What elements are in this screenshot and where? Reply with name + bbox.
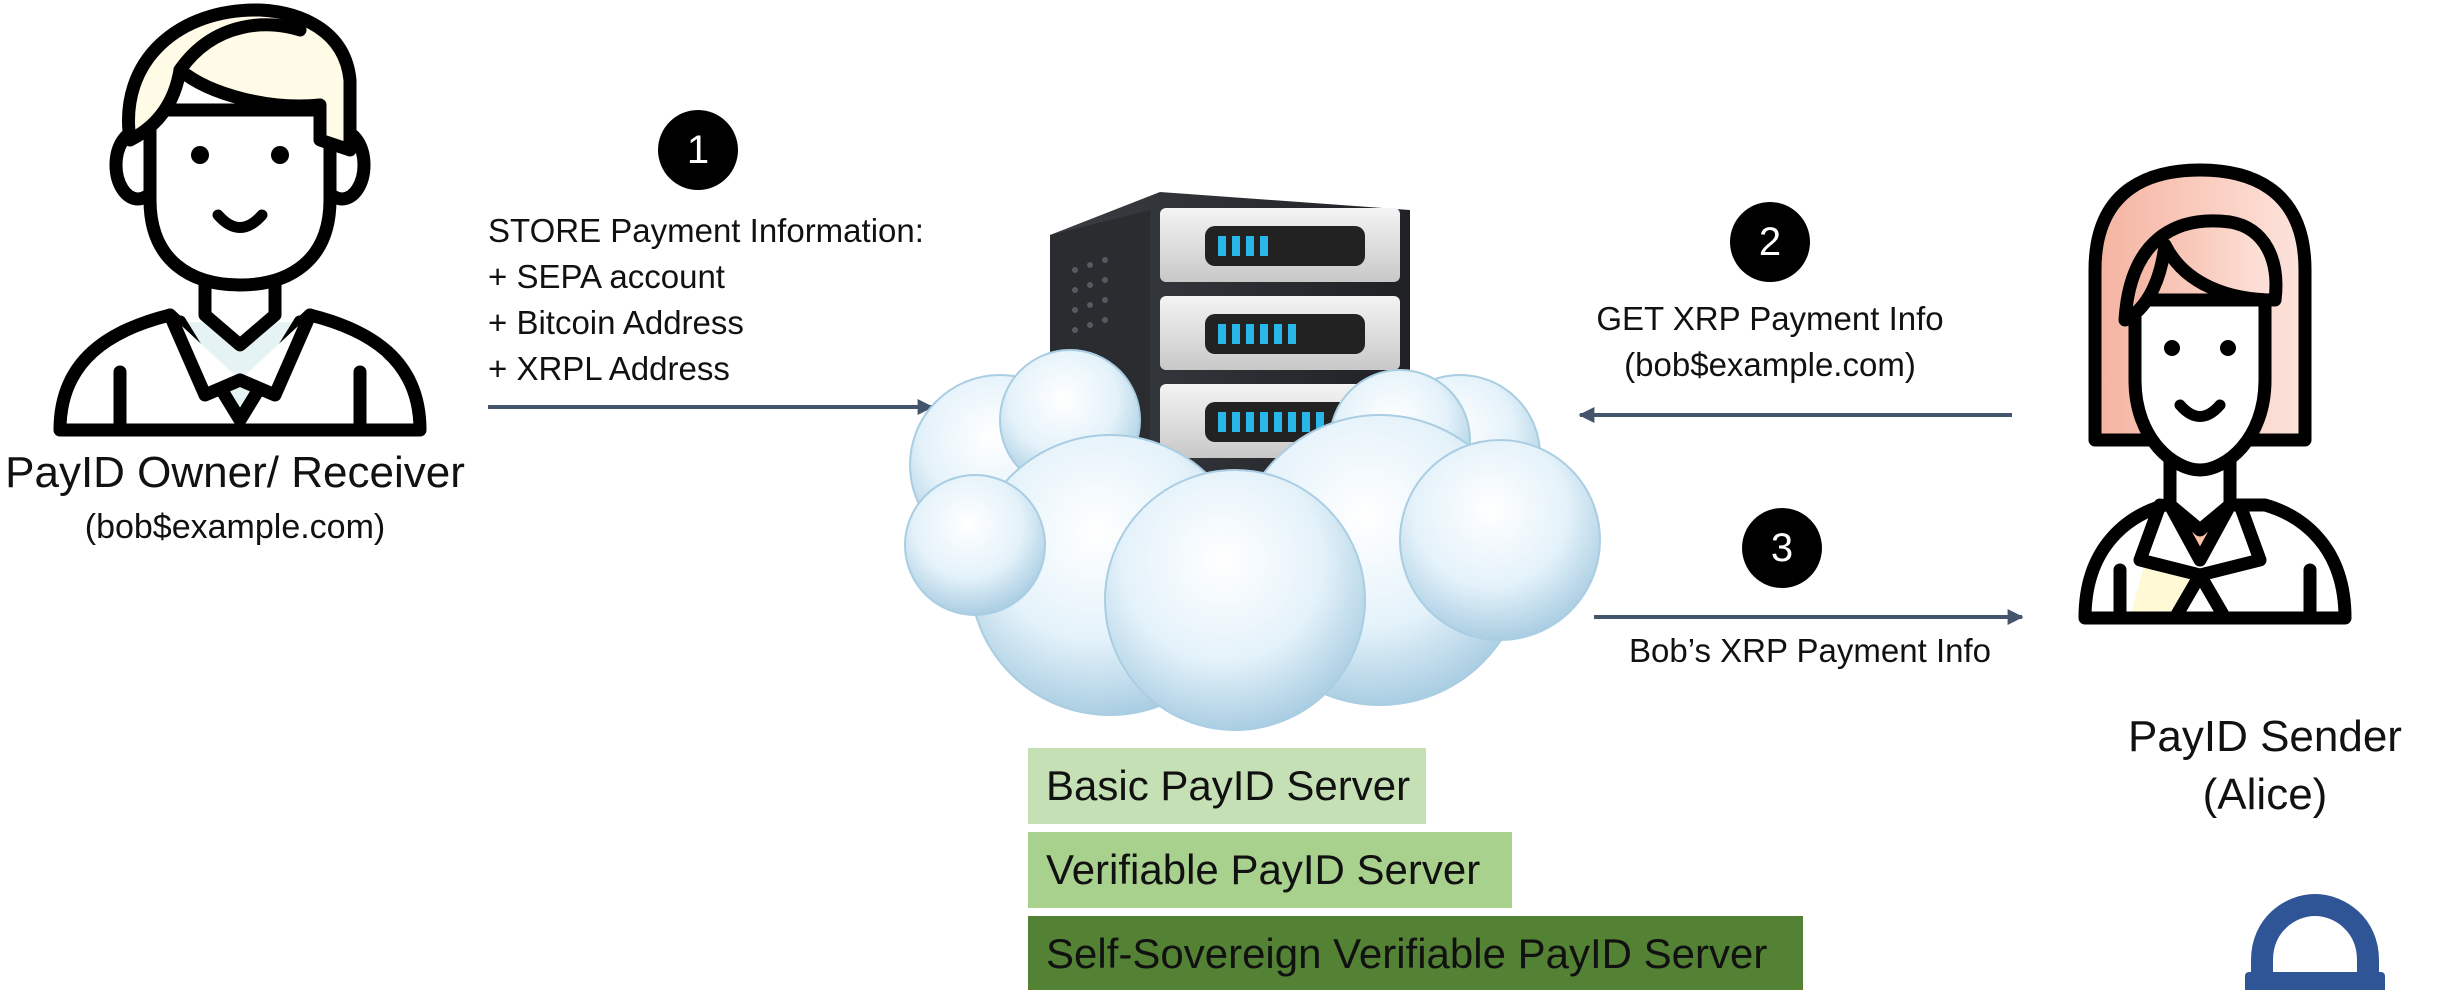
step-2-line: GET XRP Payment Info <box>1596 300 1944 337</box>
man-avatar-icon <box>53 3 427 437</box>
step-1-badge: 1 <box>658 110 738 190</box>
step-1-description: STORE Payment Information: + SEPA accoun… <box>488 208 924 392</box>
step-3-description: Bob’s XRP Payment Info <box>1629 632 1991 669</box>
woman-avatar-icon <box>2078 163 2352 625</box>
step-2-badge: 2 <box>1730 202 1810 282</box>
sender-name-line: PayID Sender <box>2128 712 2402 761</box>
receiver-name: PayID Owner/ Receiver <box>5 448 465 497</box>
receiver-handle: (bob$example.com) <box>84 508 386 546</box>
step-3-badge: 3 <box>1742 508 1822 588</box>
tier-self-sovereign-payid-server: Self-Sovereign Verifiable PayID Server <box>1028 916 1803 990</box>
tier-basic-payid-server: Basic PayID Server <box>1028 748 1426 824</box>
lock-icon <box>2245 893 2385 990</box>
man-face-details <box>191 146 289 233</box>
sender-name-line: (Alice) <box>2202 770 2328 819</box>
server-in-cloud-icon <box>904 192 1601 731</box>
step-1-line: + XRPL Address <box>488 350 730 387</box>
step-2-line: (bob$example.com) <box>1624 346 1916 383</box>
woman-face-details <box>2164 340 2236 422</box>
step-1-line: STORE Payment Information: <box>488 212 924 249</box>
tier-verifiable-payid-server: Verifiable PayID Server <box>1028 832 1512 908</box>
sender-name: PayID Sender (Alice) <box>2100 708 2430 824</box>
step-2-description: GET XRP Payment Info (bob$example.com) <box>1560 296 1980 388</box>
step-1-line: + SEPA account <box>488 258 725 295</box>
step-1-line: + Bitcoin Address <box>488 304 744 341</box>
